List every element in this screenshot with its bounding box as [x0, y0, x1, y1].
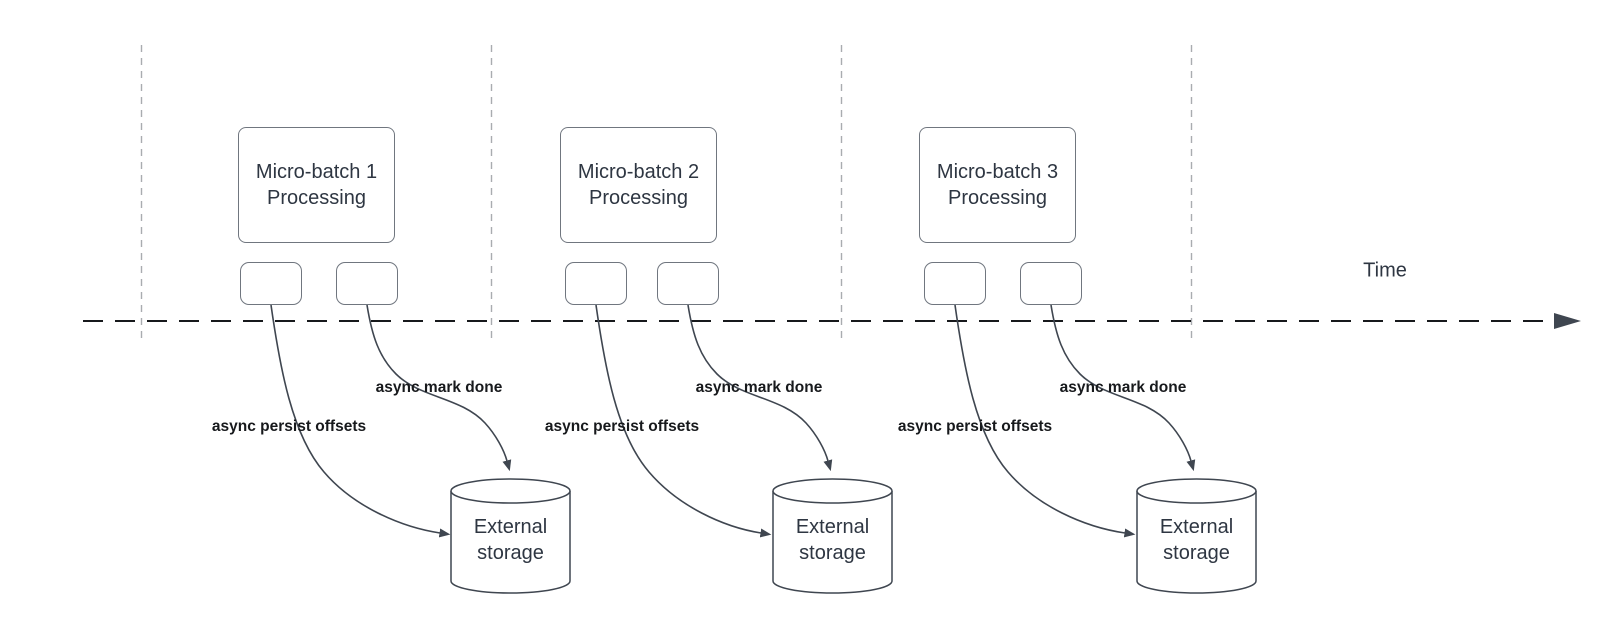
storage-label-line1: External [1159, 516, 1234, 538]
external-storage-label-3: External storage [1137, 514, 1256, 566]
cylinder-top [1136, 478, 1257, 504]
micro-batch-2-box: Micro-batch 2 Processing [560, 127, 717, 243]
storage-label-line2: storage [1163, 542, 1230, 564]
micro-batch-1-box: Micro-batch 1 Processing [238, 127, 395, 243]
persist-offsets-task-2 [565, 262, 627, 305]
mark-done-label-2: async mark done [695, 379, 823, 396]
batch-label-line2: Processing [948, 187, 1047, 209]
cylinder-top [450, 478, 571, 504]
storage-label-line1: External [473, 516, 548, 538]
storage-cylinder-2 [772, 478, 893, 594]
persist-offsets-task-3 [924, 262, 986, 305]
mark-done-label-3: async mark done [1059, 379, 1187, 396]
storage-label-line2: storage [799, 542, 866, 564]
storage-cylinder-1 [450, 478, 571, 594]
mark-done-arrow-1 [366, 304, 512, 472]
batch-label-line2: Processing [267, 187, 366, 209]
persist-offsets-arrow-3 [954, 304, 1136, 538]
persist-offsets-label-3: async persist offsets [897, 418, 1053, 435]
storage-cylinder-3 [1136, 478, 1257, 594]
external-storage-label-2: External storage [773, 514, 892, 566]
persist-offsets-task-1 [240, 262, 302, 305]
cylinder-body [1136, 491, 1257, 594]
cylinder-body [450, 491, 571, 594]
cylinder-body [772, 491, 893, 594]
micro-batch-1-label: Micro-batch 1 Processing [256, 159, 377, 211]
external-storage-label-1: External storage [451, 514, 570, 566]
micro-batch-2-label: Micro-batch 2 Processing [578, 159, 699, 211]
mark-done-arrow-3 [1050, 304, 1196, 472]
batch-label-line2: Processing [589, 187, 688, 209]
batch-label-line1: Micro-batch 1 [255, 161, 378, 183]
cylinder-top [772, 478, 893, 504]
persist-offsets-label-2: async persist offsets [544, 418, 700, 435]
mark-done-label-1: async mark done [375, 379, 503, 396]
mark-done-task-3 [1020, 262, 1082, 305]
micro-batch-3-label: Micro-batch 3 Processing [937, 159, 1058, 211]
persist-offsets-arrow-2 [595, 304, 772, 538]
timeline-arrowhead-icon [1554, 313, 1581, 329]
time-axis-label: Time [1363, 259, 1407, 282]
storage-label-line2: storage [477, 542, 544, 564]
mark-done-task-2 [657, 262, 719, 305]
persist-offsets-arrow-1 [270, 304, 451, 538]
batch-label-line1: Micro-batch 3 [936, 161, 1059, 183]
batch-label-line1: Micro-batch 2 [577, 161, 700, 183]
storage-label-line1: External [795, 516, 870, 538]
persist-offsets-label-1: async persist offsets [211, 418, 367, 435]
micro-batch-3-box: Micro-batch 3 Processing [919, 127, 1076, 243]
mark-done-arrow-2 [687, 304, 833, 472]
mark-done-task-1 [336, 262, 398, 305]
